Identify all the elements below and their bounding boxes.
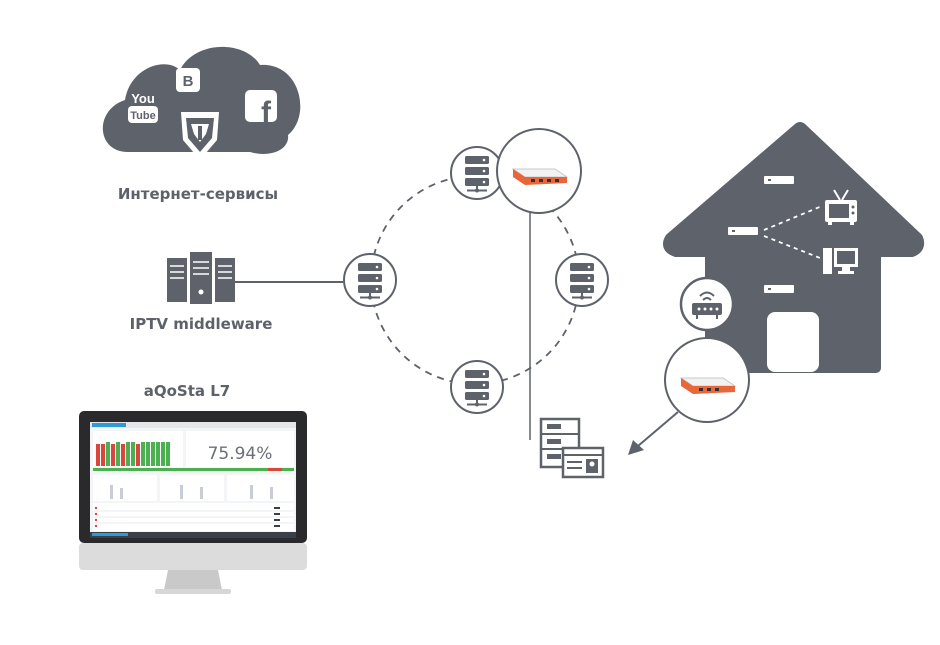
arrow-to-billing (628, 411, 679, 455)
server-rack-icon (167, 252, 235, 304)
vk-letter: B (183, 73, 194, 90)
router-device-icon (496, 128, 582, 214)
iptv-middleware-label: IPTV middleware (130, 315, 273, 333)
facebook-letter: f (261, 96, 272, 129)
server-icon (555, 253, 609, 307)
tank-icon (181, 112, 219, 160)
desktop-pc-icon (823, 248, 858, 274)
wifi-router-icon (764, 269, 794, 293)
dashboard-percentage: 75.94% (208, 444, 273, 464)
wifi-router-icon (728, 211, 758, 235)
router-device-icon (664, 337, 750, 423)
vk-icon: B (176, 68, 200, 92)
id-card-icon (561, 446, 605, 479)
cloud-icon (102, 46, 301, 155)
youtube-icon: You Tube (128, 91, 158, 123)
youtube-text-bottom: Tube (130, 110, 155, 122)
server-icon (450, 360, 504, 414)
wireless-links (763, 205, 823, 259)
youtube-text-top: You (131, 91, 155, 106)
server-icon (343, 253, 397, 307)
internet-services-label: Интернет-сервисы (118, 185, 278, 203)
tv-icon (825, 189, 857, 225)
aqosta-label: aQoSta L7 (144, 382, 231, 400)
dashboard-screen: 75.94% (90, 422, 296, 538)
facebook-icon: f (245, 90, 277, 129)
house-icon (663, 122, 925, 373)
monitor-icon: 75.94% (79, 411, 307, 594)
wifi-router-icon (764, 160, 794, 184)
dashboard-bars (96, 442, 170, 466)
server-icon (450, 146, 504, 200)
wifi-router-icon (679, 276, 735, 332)
